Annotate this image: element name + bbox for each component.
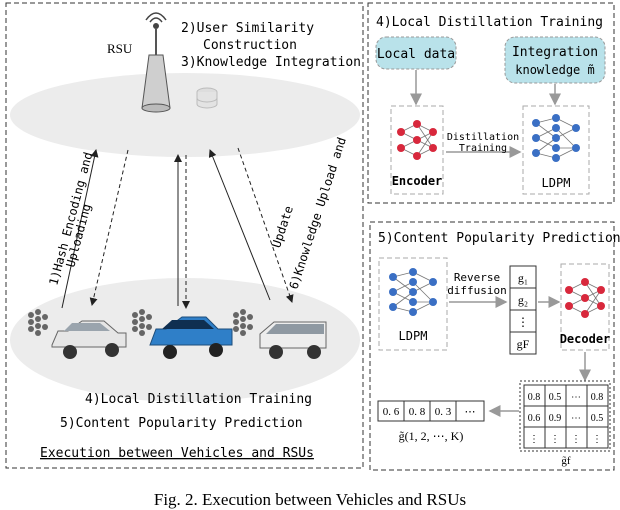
ldpm-label-top: LDPM [542,176,571,190]
matrix-cell: 0.5 [591,413,604,424]
matrix-cell: 0.5 [549,392,562,403]
upload-arrow [61,149,99,309]
step-2-text-cont: Construction [203,38,297,53]
ldpm-network-icon-bottom [388,267,438,317]
left-panel-footer: Execution between Vehicles and RSUs [40,446,314,461]
latent-vector: g₁ g₂ ⋮ gF [509,265,537,355]
encoder-label: Encoder [392,174,443,188]
matrix-cell: ⋮ [571,434,581,445]
top-right-panel-frame [367,2,615,204]
vehicle-blue-car-icon [132,309,233,359]
left-panel-frame [5,2,364,469]
matrix-cell: ⋮ [550,434,560,445]
reverse-label: Reverse [454,271,500,284]
matrix-cell: ⋯ [571,392,581,403]
rsu-coverage-ellipse [10,73,360,157]
latent-cell: gF [517,337,530,351]
matrix-cell: 0.8 [591,392,604,403]
decoder-network-icon [564,277,606,319]
ldpm-label-bottom: LDPM [399,329,428,343]
rsu-antenna-icon [141,12,171,113]
step-5-text-left: 5)Content Popularity Prediction [60,416,303,431]
matrix-cell: ⋮ [529,434,539,445]
distillation-label: Distillation [447,132,519,143]
output-cell: ⋯ [465,406,476,418]
training-label: Training [459,143,507,154]
ldpm-box-top [522,105,590,195]
local-data-box [375,36,457,70]
matrix-cell: 0.9 [549,413,562,424]
step-6-text: 6)Knowledge Upload and [287,135,349,290]
rsu-label: RSU [107,41,133,56]
latent-cell: g₂ [518,293,528,307]
step-6-text-cont: Update [269,204,296,250]
ldpm-box-bottom [378,257,448,351]
prediction-matrix: 0.8 0.5 ⋯ 0.8 0.6 0.9 ⋯ 0.5 ⋮ ⋮ ⋮ ⋮ [519,380,611,452]
integration-knowledge-label: knowledge m̃ [515,63,594,77]
step-4-text-left: 4)Local Distillation Training [85,392,312,407]
local-data-label: Local data [377,47,455,62]
output-vector: 0. 6 0. 8 0. 3 ⋯ [377,400,485,422]
vehicle-van-icon [233,309,327,359]
integration-label: Integration [512,45,598,60]
upload-arrow-3 [208,149,271,301]
diffusion-label: diffusion [447,284,507,297]
decoder-box [560,263,610,351]
encoder-box [390,105,444,195]
bottom-right-panel-frame [369,221,615,471]
figure-caption: Fig. 2. Execution between Vehicles and R… [154,490,466,509]
encoder-network-icon [396,119,438,161]
decoder-label: Decoder [560,332,611,346]
output-cell: 0. 8 [409,406,426,418]
matrix-cell: ⋯ [571,413,581,424]
output-cell: 0. 3 [435,406,452,418]
ldpm-network-icon-top [531,113,581,163]
database-icon [196,87,218,109]
integration-knowledge-box [504,36,606,84]
step-2-text: 2)User Similarity [181,21,314,36]
matrix-cell: 0.8 [528,392,541,403]
distillation-panel-title: 4)Local Distillation Training [376,15,603,30]
output-cell: 0. 6 [383,406,400,418]
output-vector-label: g̃(1, 2, ⋯, K) [399,429,464,443]
download-arrow-3 [237,147,294,303]
step-3-text: 3)Knowledge Integration [181,55,361,70]
prediction-panel-title: 5)Content Popularity Prediction [378,231,620,246]
latent-cell: g₁ [518,271,528,285]
latent-cell: ⋮ [517,315,529,329]
matrix-cell: 0.6 [528,413,541,424]
download-arrow-1 [89,149,129,306]
matrix-cell: ⋮ [592,434,602,445]
vehicle-white-car-icon [28,309,127,359]
matrix-label: g̃f [561,455,571,467]
